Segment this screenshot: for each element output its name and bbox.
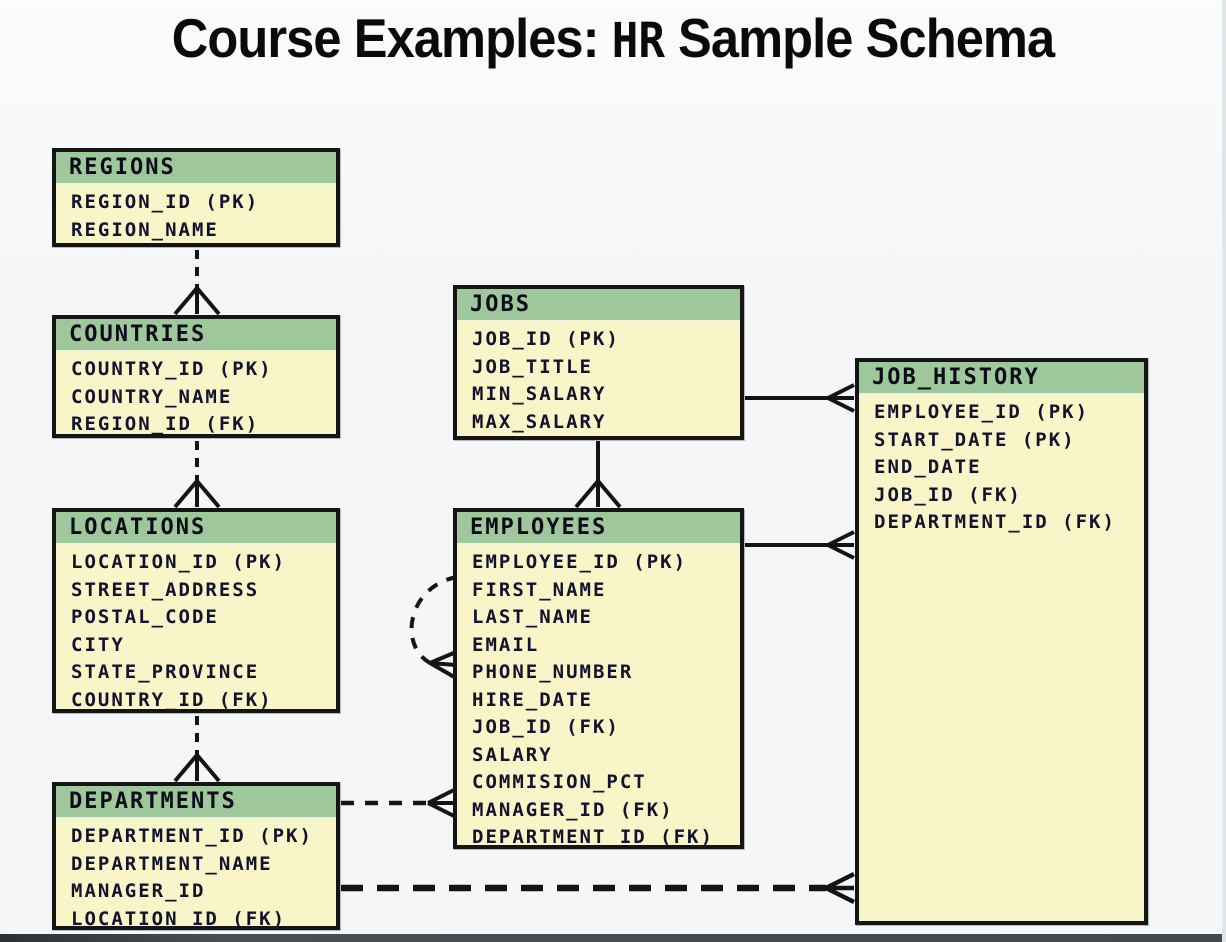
- column-row: LOCATION_ID (PK): [71, 551, 287, 573]
- column-row: EMAIL: [472, 633, 540, 656]
- column-row: SALARY: [472, 743, 553, 766]
- entity-departments: DEPARTMENTS DEPARTMENT_ID (PK)DEPARTMENT…: [52, 782, 340, 930]
- connector-employees-self-line: [409, 575, 458, 665]
- crow-foot-jobhistory-upper-icon: [827, 383, 855, 413]
- crow-foot-countries-icon: [173, 286, 221, 316]
- crow-foot-employees-top-icon: [574, 479, 622, 509]
- column-row: DEPARTMENT_ID (PK): [71, 825, 313, 847]
- slide-bottom-edge: [0, 934, 1226, 942]
- entity-employees-header: EMPLOYEES: [457, 512, 740, 545]
- column-row: REGION_ID (PK): [71, 191, 260, 213]
- entity-regions-columns: REGION_ID (PK) REGION_NAME: [56, 185, 336, 243]
- column-row: PHONE_NUMBER: [472, 661, 634, 683]
- entity-departments-header: DEPARTMENTS: [56, 786, 336, 819]
- entity-job-history-columns: EMPLOYEE_ID (PK) START_DATE (PK) END_DATE J…: [859, 395, 1144, 537]
- column-row: JOB_ID (PK): [472, 328, 620, 350]
- entity-jobs-columns: JOB_ID (PK) JOB_TITLE MIN_SALARY MAX_SALARY: [457, 322, 740, 436]
- title-prefix: Course Examples:: [171, 7, 612, 69]
- column-row: POSTAL_CODE: [71, 606, 219, 628]
- column-row: DEPARTMENT_ID (FK): [472, 826, 714, 848]
- entity-locations-header: LOCATIONS: [56, 512, 336, 545]
- column-row: REGION_ID (FK): [71, 413, 260, 435]
- column-row: LOCATION_ID (FK): [71, 907, 287, 930]
- column-row: COUNTRY_ID (FK): [71, 688, 273, 711]
- entity-jobs-header: JOBS: [457, 289, 740, 322]
- column-row: MIN_SALARY: [472, 383, 607, 405]
- column-row: END_DATE: [874, 456, 982, 478]
- column-row: EMPLOYEE_ID (PK): [472, 551, 688, 573]
- column-row: JOB_TITLE: [472, 355, 593, 378]
- column-row: MAX_SALARY: [472, 410, 607, 433]
- entity-regions-header: REGIONS: [56, 152, 336, 185]
- column-row: CITY: [71, 633, 125, 656]
- crow-foot-jobhistory-lower-icon: [824, 871, 856, 905]
- column-row: JOB_ID (FK): [874, 483, 1022, 506]
- column-row: DEPARTMENT_ID (FK): [874, 511, 1116, 533]
- column-row: MANAGER_ID (FK): [472, 798, 674, 821]
- entity-locations-columns: LOCATION_ID (PK) STREET_ADDRESS POSTAL_COD…: [56, 545, 336, 711]
- column-row: COUNTRY_ID (PK): [71, 358, 273, 380]
- column-row: STATE_PROVINCE: [71, 661, 260, 683]
- column-row: DEPARTMENT_NAME: [71, 852, 273, 875]
- entity-departments-columns: DEPARTMENT_ID (PK) DEPARTMENT_NAME MANAGER…: [56, 819, 336, 930]
- column-row: FIRST_NAME: [472, 578, 607, 601]
- column-row: COUNTRY_NAME: [71, 385, 233, 408]
- column-row: LAST_NAME: [472, 606, 593, 628]
- column-row: EMPLOYEE_ID (PK): [874, 401, 1090, 423]
- entity-employees-columns: EMPLOYEE_ID (PK) FIRST_NAME LAST_NAME EMAIL…: [457, 545, 740, 848]
- column-row: START_DATE (PK): [874, 428, 1076, 451]
- entity-job-history-header: JOB_HISTORY: [859, 362, 1144, 395]
- entity-employees: EMPLOYEES EMPLOYEE_ID (PK) FIRST_NAME LAST…: [453, 508, 744, 849]
- entity-countries-columns: COUNTRY_ID (PK) COUNTRY_NAME REGION_ID (FK…: [56, 352, 336, 435]
- entity-countries-header: COUNTRIES: [56, 319, 336, 352]
- column-row: JOB_ID (FK): [472, 716, 620, 738]
- crow-foot-employees-left-icon: [427, 788, 455, 818]
- entity-job-history: JOB_HISTORY EMPLOYEE_ID (PK) START_DATE (…: [855, 358, 1148, 925]
- column-row: REGION_NAME: [71, 218, 219, 241]
- entity-regions: REGIONS REGION_ID (PK) REGION_NAME: [52, 148, 340, 247]
- column-row: HIRE_DATE: [472, 688, 593, 711]
- entity-locations: LOCATIONS LOCATION_ID (PK) STREET_ADDRESS…: [52, 508, 340, 713]
- entity-countries: COUNTRIES COUNTRY_ID (PK) COUNTRY_NAME REG…: [52, 315, 340, 438]
- column-row: MANAGER_ID: [71, 880, 206, 902]
- page-title: Course Examples: HR Sample Schema: [49, 6, 1177, 70]
- title-suffix: Sample Schema: [664, 7, 1055, 69]
- crow-foot-locations-icon: [173, 479, 221, 509]
- crow-foot-jobhistory-middle-icon: [827, 530, 855, 560]
- crow-foot-departments-icon: [173, 753, 221, 783]
- entity-jobs: JOBS JOB_ID (PK) JOB_TITLE MIN_SALARY MAX_S…: [453, 285, 744, 440]
- column-row: STREET_ADDRESS: [71, 578, 260, 601]
- title-schema-code: HR: [611, 13, 665, 69]
- column-row: COMMISION_PCT: [472, 771, 647, 793]
